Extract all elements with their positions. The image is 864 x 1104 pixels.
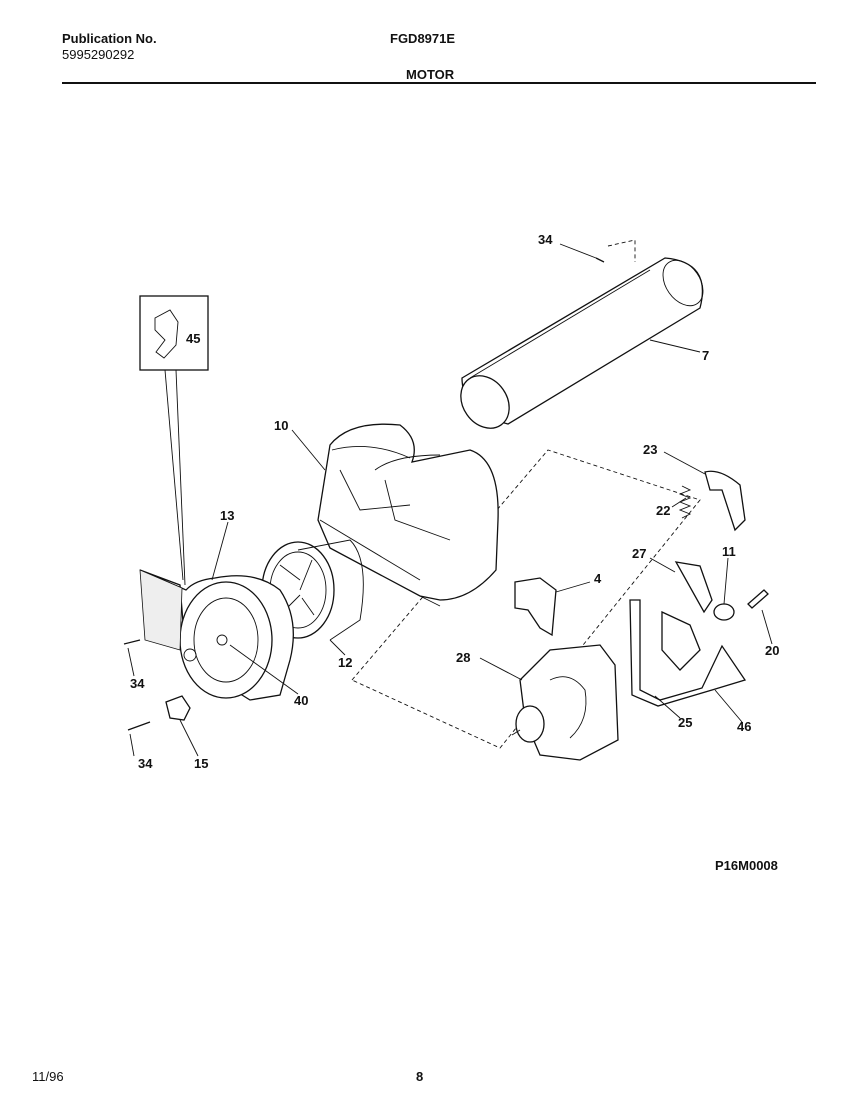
callout-13: 13 bbox=[220, 508, 234, 523]
assembly-guide-plane bbox=[351, 449, 701, 749]
callout-15: 15 bbox=[194, 756, 208, 771]
callout-20: 20 bbox=[765, 643, 779, 658]
section-title: MOTOR bbox=[406, 67, 455, 82]
thermostat-part bbox=[165, 695, 191, 721]
page-number: 8 bbox=[416, 1069, 424, 1084]
callout-7: 7 bbox=[702, 348, 709, 363]
callout-22: 22 bbox=[656, 503, 670, 518]
idler-spring-part bbox=[678, 485, 692, 519]
callout-45: 45 bbox=[186, 331, 200, 346]
callout-27: 27 bbox=[632, 546, 646, 561]
publication-number: 5995290292 bbox=[62, 47, 135, 62]
callout-40: 40 bbox=[294, 693, 308, 708]
header-rule bbox=[62, 82, 816, 84]
blower-housing-part bbox=[317, 423, 499, 607]
screw-guide-line bbox=[607, 239, 636, 262]
callout-34-top: 34 bbox=[538, 232, 553, 247]
idler-pulley-part bbox=[713, 603, 735, 621]
screw-34-top bbox=[595, 257, 605, 263]
callout-28: 28 bbox=[456, 650, 470, 665]
callout-4: 4 bbox=[594, 571, 602, 586]
motor-mount-part bbox=[629, 599, 747, 707]
drawing-code: P16M0008 bbox=[715, 858, 778, 873]
callout-10: 10 bbox=[274, 418, 288, 433]
callout-25: 25 bbox=[678, 715, 692, 730]
idler-arm-part bbox=[704, 470, 746, 532]
pulley-bolt-part bbox=[747, 589, 769, 609]
callout-34-left: 34 bbox=[130, 676, 145, 691]
callout-34-lower: 34 bbox=[138, 756, 153, 771]
footer-date: 11/96 bbox=[32, 1069, 64, 1084]
motor-bracket-part bbox=[514, 577, 557, 637]
blower-cover-part bbox=[139, 569, 294, 701]
screw-34-lower bbox=[127, 721, 151, 731]
callout-11: 11 bbox=[722, 544, 736, 559]
callout-46: 46 bbox=[737, 719, 751, 734]
exhaust-duct-part bbox=[460, 257, 704, 429]
idler-bracket-part bbox=[674, 561, 713, 614]
callout-12: 12 bbox=[338, 655, 352, 670]
inset-detail-box bbox=[139, 295, 209, 586]
leader-lines bbox=[127, 243, 773, 757]
screw-34-upper bbox=[123, 639, 141, 645]
callout-23: 23 bbox=[643, 442, 657, 457]
publication-label: Publication No. bbox=[62, 31, 157, 46]
mount-bracket-part bbox=[661, 610, 701, 671]
motor-part bbox=[511, 644, 619, 761]
model-number: FGD8971E bbox=[390, 31, 456, 46]
